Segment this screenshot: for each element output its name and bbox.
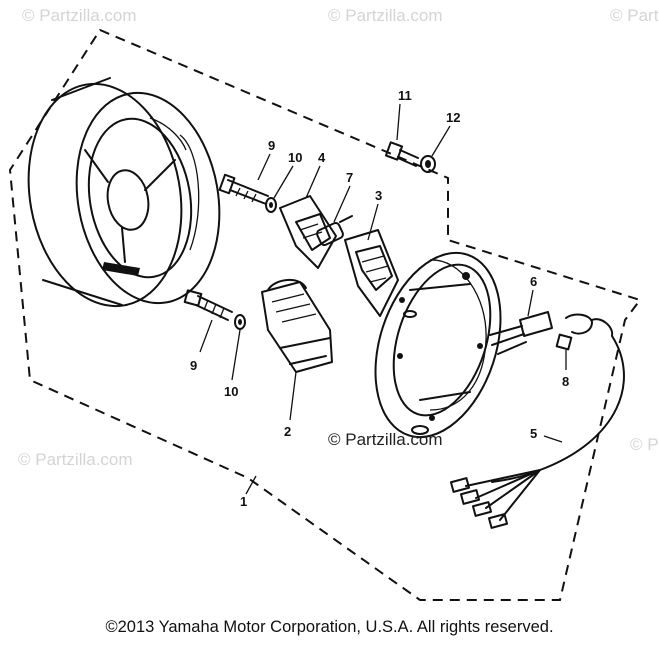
washer-part-12 (420, 155, 436, 173)
screw-part-8 (555, 333, 573, 351)
callout-1: 1 (240, 494, 247, 509)
bolt-part-11 (384, 141, 419, 167)
watermark-top-right: © Partzilla.com (610, 6, 659, 25)
washer-upper (265, 197, 277, 213)
watermark-top-left: © Partzilla.com (22, 6, 137, 25)
bolt-lower (183, 289, 233, 321)
callout-6: 6 (530, 274, 537, 289)
coil-part-3 (344, 229, 399, 317)
watermark-top-middle: © Partzilla.com (328, 6, 443, 25)
watermark-mid-right: © Partzilla.com (630, 435, 659, 454)
pickup-coil-part-2 (261, 279, 333, 373)
copyright-notice: ©2013 Yamaha Motor Corporation, U.S.A. A… (105, 618, 554, 636)
callout-10-upper: 10 (288, 150, 302, 165)
callout-4: 4 (318, 150, 326, 165)
callout-7: 7 (346, 170, 353, 185)
callout-9-lower: 9 (190, 358, 197, 373)
bolt-upper (218, 173, 269, 205)
callout-12: 12 (446, 110, 460, 125)
callout-10-lower: 10 (224, 384, 238, 399)
wire-harness-part-5 (449, 335, 625, 529)
assembly-outline (8, 28, 642, 601)
callout-11: 11 (398, 88, 412, 103)
stator-base-plate (374, 251, 502, 439)
washer-lower (234, 314, 246, 330)
callout-9-upper: 9 (268, 138, 275, 153)
grommet-part-6 (489, 311, 614, 355)
coil-part-4 (279, 195, 337, 269)
callout-5: 5 (530, 426, 537, 441)
connector-part-7 (316, 215, 353, 247)
watermark-mid-left: © Partzilla.com (18, 450, 133, 469)
watermark-center: © Partzilla.com (328, 430, 443, 449)
flywheel-rotor (27, 77, 221, 308)
callout-8: 8 (562, 374, 569, 389)
callout-3: 3 (375, 188, 382, 203)
callout-2: 2 (284, 424, 291, 439)
leader-lines (199, 103, 567, 495)
callout-labels: 11 12 9 10 4 7 3 6 8 9 10 2 5 1 (190, 88, 569, 509)
